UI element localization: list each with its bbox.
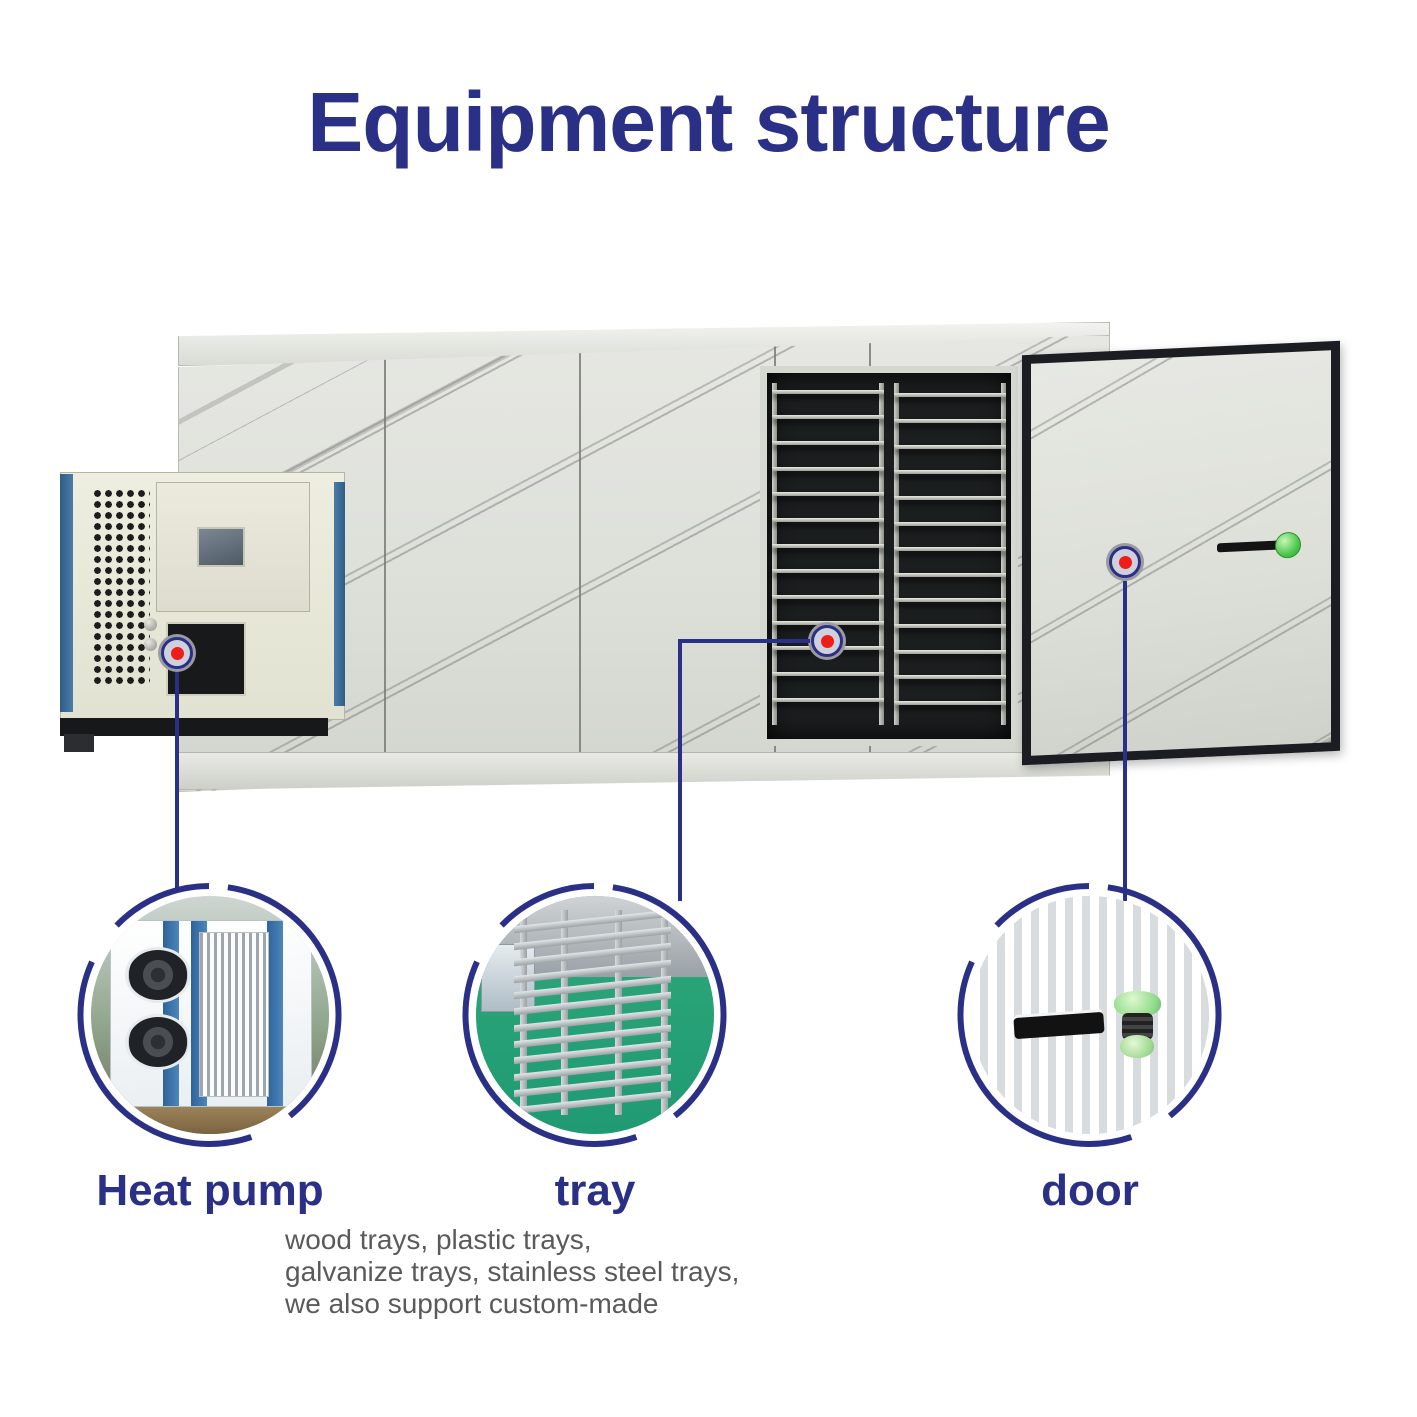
panel-seam	[384, 336, 386, 791]
page-title: Equipment structure	[307, 75, 1110, 169]
chamber-door[interactable]	[1022, 340, 1340, 766]
leader-line-heat-pump	[175, 672, 179, 888]
tray-shelf	[893, 572, 1007, 577]
description-line: we also support custom-made	[285, 1287, 659, 1319]
fan-icon	[125, 1013, 191, 1070]
tray-shelf	[771, 671, 885, 676]
callout-tray: tray wood trays, plastic trays, galvaniz…	[285, 880, 739, 1319]
callout-ring	[957, 883, 1222, 1147]
door-handle-photo	[971, 896, 1209, 1134]
heat-pump-vent-grille	[92, 488, 150, 688]
callout-ring	[77, 883, 342, 1147]
tray-shelf	[771, 543, 885, 548]
control-knob	[144, 638, 157, 651]
tray-shelf	[771, 389, 885, 394]
location-marker-icon-heat-pump[interactable]	[158, 634, 196, 672]
tray-shelf	[893, 701, 1007, 706]
heat-pump-side-trim	[60, 474, 73, 712]
control-display	[197, 527, 245, 567]
tray-shelf	[771, 595, 885, 600]
heat-pump-base	[60, 718, 328, 736]
heat-pump-body	[110, 919, 312, 1108]
rack-post	[1001, 383, 1007, 725]
tray-shelf	[893, 444, 1007, 449]
callout-label-door: door	[1041, 1166, 1139, 1215]
latch-knob-icon	[1113, 991, 1162, 1058]
rack-post	[771, 383, 777, 725]
tray-shelf	[771, 569, 885, 574]
tray-shelf	[771, 492, 885, 497]
drying-chamber	[760, 366, 1018, 746]
tray-shelf	[893, 393, 1007, 398]
trolley-post	[614, 910, 622, 1115]
callout-heat-pump: Heat pump	[75, 880, 345, 1215]
cabinet-bottom-rail	[178, 752, 1110, 790]
heat-pump-foot	[64, 734, 94, 752]
callout-description-tray: wood trays, plastic trays, galvanize tra…	[285, 1224, 905, 1320]
callout-label-tray: tray	[554, 1166, 636, 1215]
rack-post	[879, 383, 885, 725]
leader-line-tray-vertical	[678, 639, 682, 901]
tray-shelf	[893, 521, 1007, 526]
tray-shelf	[771, 466, 885, 471]
fan-icon	[125, 946, 191, 1003]
tray-shelf	[893, 418, 1007, 423]
machine-photo	[60, 300, 1360, 800]
marker-dot	[170, 646, 184, 660]
heat-pump-photo	[91, 896, 329, 1134]
tray-shelf	[771, 441, 885, 446]
tray-shelf	[893, 598, 1007, 603]
control-cabinet	[156, 482, 310, 612]
callout-door: door	[955, 880, 1225, 1215]
panel-seam	[579, 336, 581, 791]
trolley-post	[561, 910, 569, 1115]
marker-dot	[820, 634, 834, 648]
marker-ring	[1109, 546, 1141, 578]
condenser-grille	[198, 931, 269, 1098]
location-marker-icon-tray[interactable]	[808, 622, 846, 660]
tray-trolley-photo	[476, 896, 714, 1134]
tray-shelf	[771, 518, 885, 523]
tray-rack-right	[893, 383, 1007, 725]
blue-trim	[266, 920, 283, 1107]
tray-shelf	[893, 675, 1007, 680]
tray-trolley	[514, 910, 672, 1115]
tray-shelf	[893, 470, 1007, 475]
control-knob	[144, 618, 157, 631]
marker-dot	[1118, 555, 1132, 569]
tray-shelf	[893, 649, 1007, 654]
leader-line-tray-horizontal	[678, 639, 810, 643]
marker-ring	[811, 625, 843, 657]
tray-rack-left	[771, 383, 885, 725]
location-marker-icon-door[interactable]	[1106, 543, 1144, 581]
leader-line-door	[1123, 581, 1127, 901]
marker-ring	[161, 637, 193, 669]
tray-shelf	[893, 547, 1007, 552]
heat-pump-unit	[60, 472, 345, 752]
callout-label-heat-pump: Heat pump	[96, 1166, 324, 1215]
description-line: wood trays, plastic trays,	[285, 1224, 592, 1255]
tray-shelf	[771, 697, 885, 702]
latch-base	[1120, 1035, 1154, 1058]
tray-shelf	[893, 495, 1007, 500]
tray-shelf	[771, 415, 885, 420]
description-line: galvanize trays, stainless steel trays,	[285, 1255, 740, 1287]
heat-pump-side-trim	[334, 482, 345, 706]
rack-post	[893, 383, 899, 725]
latch-cap	[1113, 991, 1162, 1017]
callout-ring	[462, 883, 727, 1147]
tray-shelf	[893, 624, 1007, 629]
